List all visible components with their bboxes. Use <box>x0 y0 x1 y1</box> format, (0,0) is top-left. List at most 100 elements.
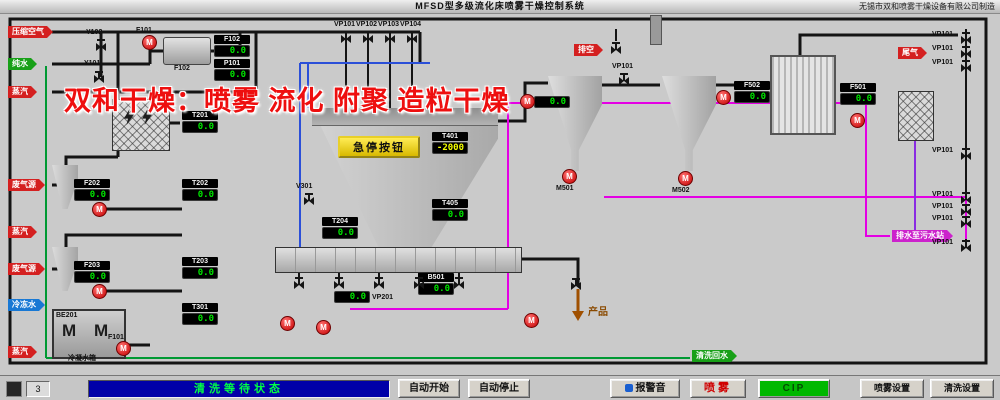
emergency-stop-button[interactable]: 急停按钮 <box>338 136 420 158</box>
valve-icon[interactable] <box>93 70 105 83</box>
display-label: T401 <box>432 132 468 141</box>
value-display: 0.0 <box>322 227 358 239</box>
lightning-icon <box>142 109 152 125</box>
display-label: T203 <box>182 257 218 266</box>
value-display: 0.0 <box>182 121 218 133</box>
valve-icon[interactable] <box>960 147 972 160</box>
valve-icon[interactable] <box>610 41 622 54</box>
alarm-sound-button[interactable]: 报警音 <box>610 379 680 398</box>
auto-start-button[interactable]: 自动开始 <box>398 379 460 398</box>
value-display: 0.0 <box>840 93 876 105</box>
component-label: V301 <box>296 183 313 190</box>
display-label: F102 <box>214 35 250 44</box>
motor-icon[interactable]: M <box>316 320 331 335</box>
valve-icon[interactable] <box>960 215 972 228</box>
motor-icon[interactable]: M <box>678 171 693 186</box>
motor-icon[interactable]: M <box>92 284 107 299</box>
pipe-tag: 纯水 <box>8 58 37 70</box>
valve-icon[interactable] <box>960 239 972 252</box>
valve-icon[interactable] <box>384 30 396 43</box>
component-label: VP104 <box>400 21 422 28</box>
valve-icon[interactable] <box>340 30 352 43</box>
motor-icon[interactable]: M <box>92 202 107 217</box>
component-label: VP103 <box>378 21 400 28</box>
pipe-tag: 废气源 <box>8 263 45 275</box>
pipe-tag: 清洗回水 <box>692 350 737 362</box>
valve-icon[interactable] <box>333 276 345 289</box>
motor-icon[interactable]: M <box>524 313 539 328</box>
pipe-tag: 蒸汽 <box>8 346 37 358</box>
spray-settings-button[interactable]: 喷雾设置 <box>860 379 924 398</box>
lightning-icon <box>124 109 134 125</box>
watermark-text: 双和干燥：喷雾 流化 附聚 造粒干燥 <box>64 79 510 118</box>
value-display: 0.0 <box>432 209 468 221</box>
component-label: VP101 <box>932 191 954 198</box>
spray-dryer-top <box>312 108 498 126</box>
value-display: 0.0 <box>214 45 250 57</box>
pipe-tag: 产品 <box>588 307 608 318</box>
component-label: VP102 <box>356 21 378 28</box>
pipe-tag: 冷冻水 <box>8 299 45 311</box>
fluid-bed-dryer <box>275 247 522 273</box>
valve-icon[interactable] <box>95 38 107 51</box>
valve-icon[interactable] <box>293 276 305 289</box>
valve-icon[interactable] <box>453 276 465 289</box>
pipe-network <box>8 17 988 365</box>
display-label: T204 <box>322 217 358 226</box>
motor-icon[interactable]: M <box>280 316 295 331</box>
agitator-icon: M <box>94 321 109 340</box>
valve-icon[interactable] <box>303 192 315 205</box>
watermark-prefix: 双和干燥： <box>64 86 204 116</box>
pipe-tag: 压缩空气 <box>8 26 53 38</box>
component-label: Y102 <box>86 29 103 36</box>
valve-icon[interactable] <box>960 59 972 72</box>
heat-exchanger <box>770 55 836 135</box>
pipe-tag: 排空 <box>574 44 603 56</box>
component-label: VP101 <box>932 45 954 52</box>
display-label: F501 <box>840 83 876 92</box>
valve-icon[interactable] <box>618 72 630 85</box>
motor-icon[interactable]: M <box>116 341 131 356</box>
valve-icon[interactable] <box>406 30 418 43</box>
value-display: 0.0 <box>214 69 250 81</box>
valve-icon[interactable] <box>960 191 972 204</box>
exhaust-filter <box>898 91 934 141</box>
motor-icon[interactable]: M <box>562 169 577 184</box>
component-label: VP101 <box>932 239 954 246</box>
agitator-icon: M <box>62 321 77 340</box>
air-heater <box>163 37 211 65</box>
valve-icon[interactable] <box>362 30 374 43</box>
display-label: T405 <box>432 199 468 208</box>
pipe-tag: 废气源 <box>8 179 45 191</box>
value-display: 0.0 <box>534 96 570 108</box>
component-label: VP101 <box>932 31 954 38</box>
valve-icon[interactable] <box>960 31 972 44</box>
motor-icon[interactable]: M <box>716 90 731 105</box>
page-title: MFSD型多级流化床喷雾干燥控制系统 <box>415 1 585 11</box>
valve-icon[interactable] <box>960 203 972 216</box>
motor-icon[interactable]: M <box>520 94 535 109</box>
valve-icon[interactable] <box>960 45 972 58</box>
component-label: VP201 <box>372 294 394 301</box>
alarm-sound-label: 报警音 <box>635 383 666 394</box>
motor-icon[interactable]: M <box>142 35 157 50</box>
pipe-tag: 尾气 <box>898 47 927 59</box>
manufacturer-label: 无锡市双和喷雾干燥设备有限公司制造 <box>859 2 995 11</box>
spray-button[interactable]: 喷雾 <box>690 379 746 398</box>
valve-icon[interactable] <box>570 277 582 290</box>
diagram-canvas: M M 急停按钮 双和干燥：喷雾 流化 附聚 造粒干燥 压缩空气纯水蒸汽废气源蒸… <box>0 13 1000 375</box>
valve-icon[interactable] <box>413 276 425 289</box>
value-display: 0.0 <box>334 291 370 303</box>
component-label: 冷凝水箱 <box>68 355 96 362</box>
cip-button[interactable]: CIP <box>758 379 830 398</box>
motor-icon[interactable]: M <box>850 113 865 128</box>
auto-stop-button[interactable]: 自动停止 <box>468 379 530 398</box>
display-label: F502 <box>734 81 770 90</box>
page-indicator: 3 <box>26 381 50 397</box>
clean-settings-button[interactable]: 清洗设置 <box>930 379 994 398</box>
component-label: F102 <box>174 65 190 72</box>
value-display: 0.0 <box>182 267 218 279</box>
component-label: Y101 <box>84 60 101 67</box>
valve-icon[interactable] <box>373 276 385 289</box>
